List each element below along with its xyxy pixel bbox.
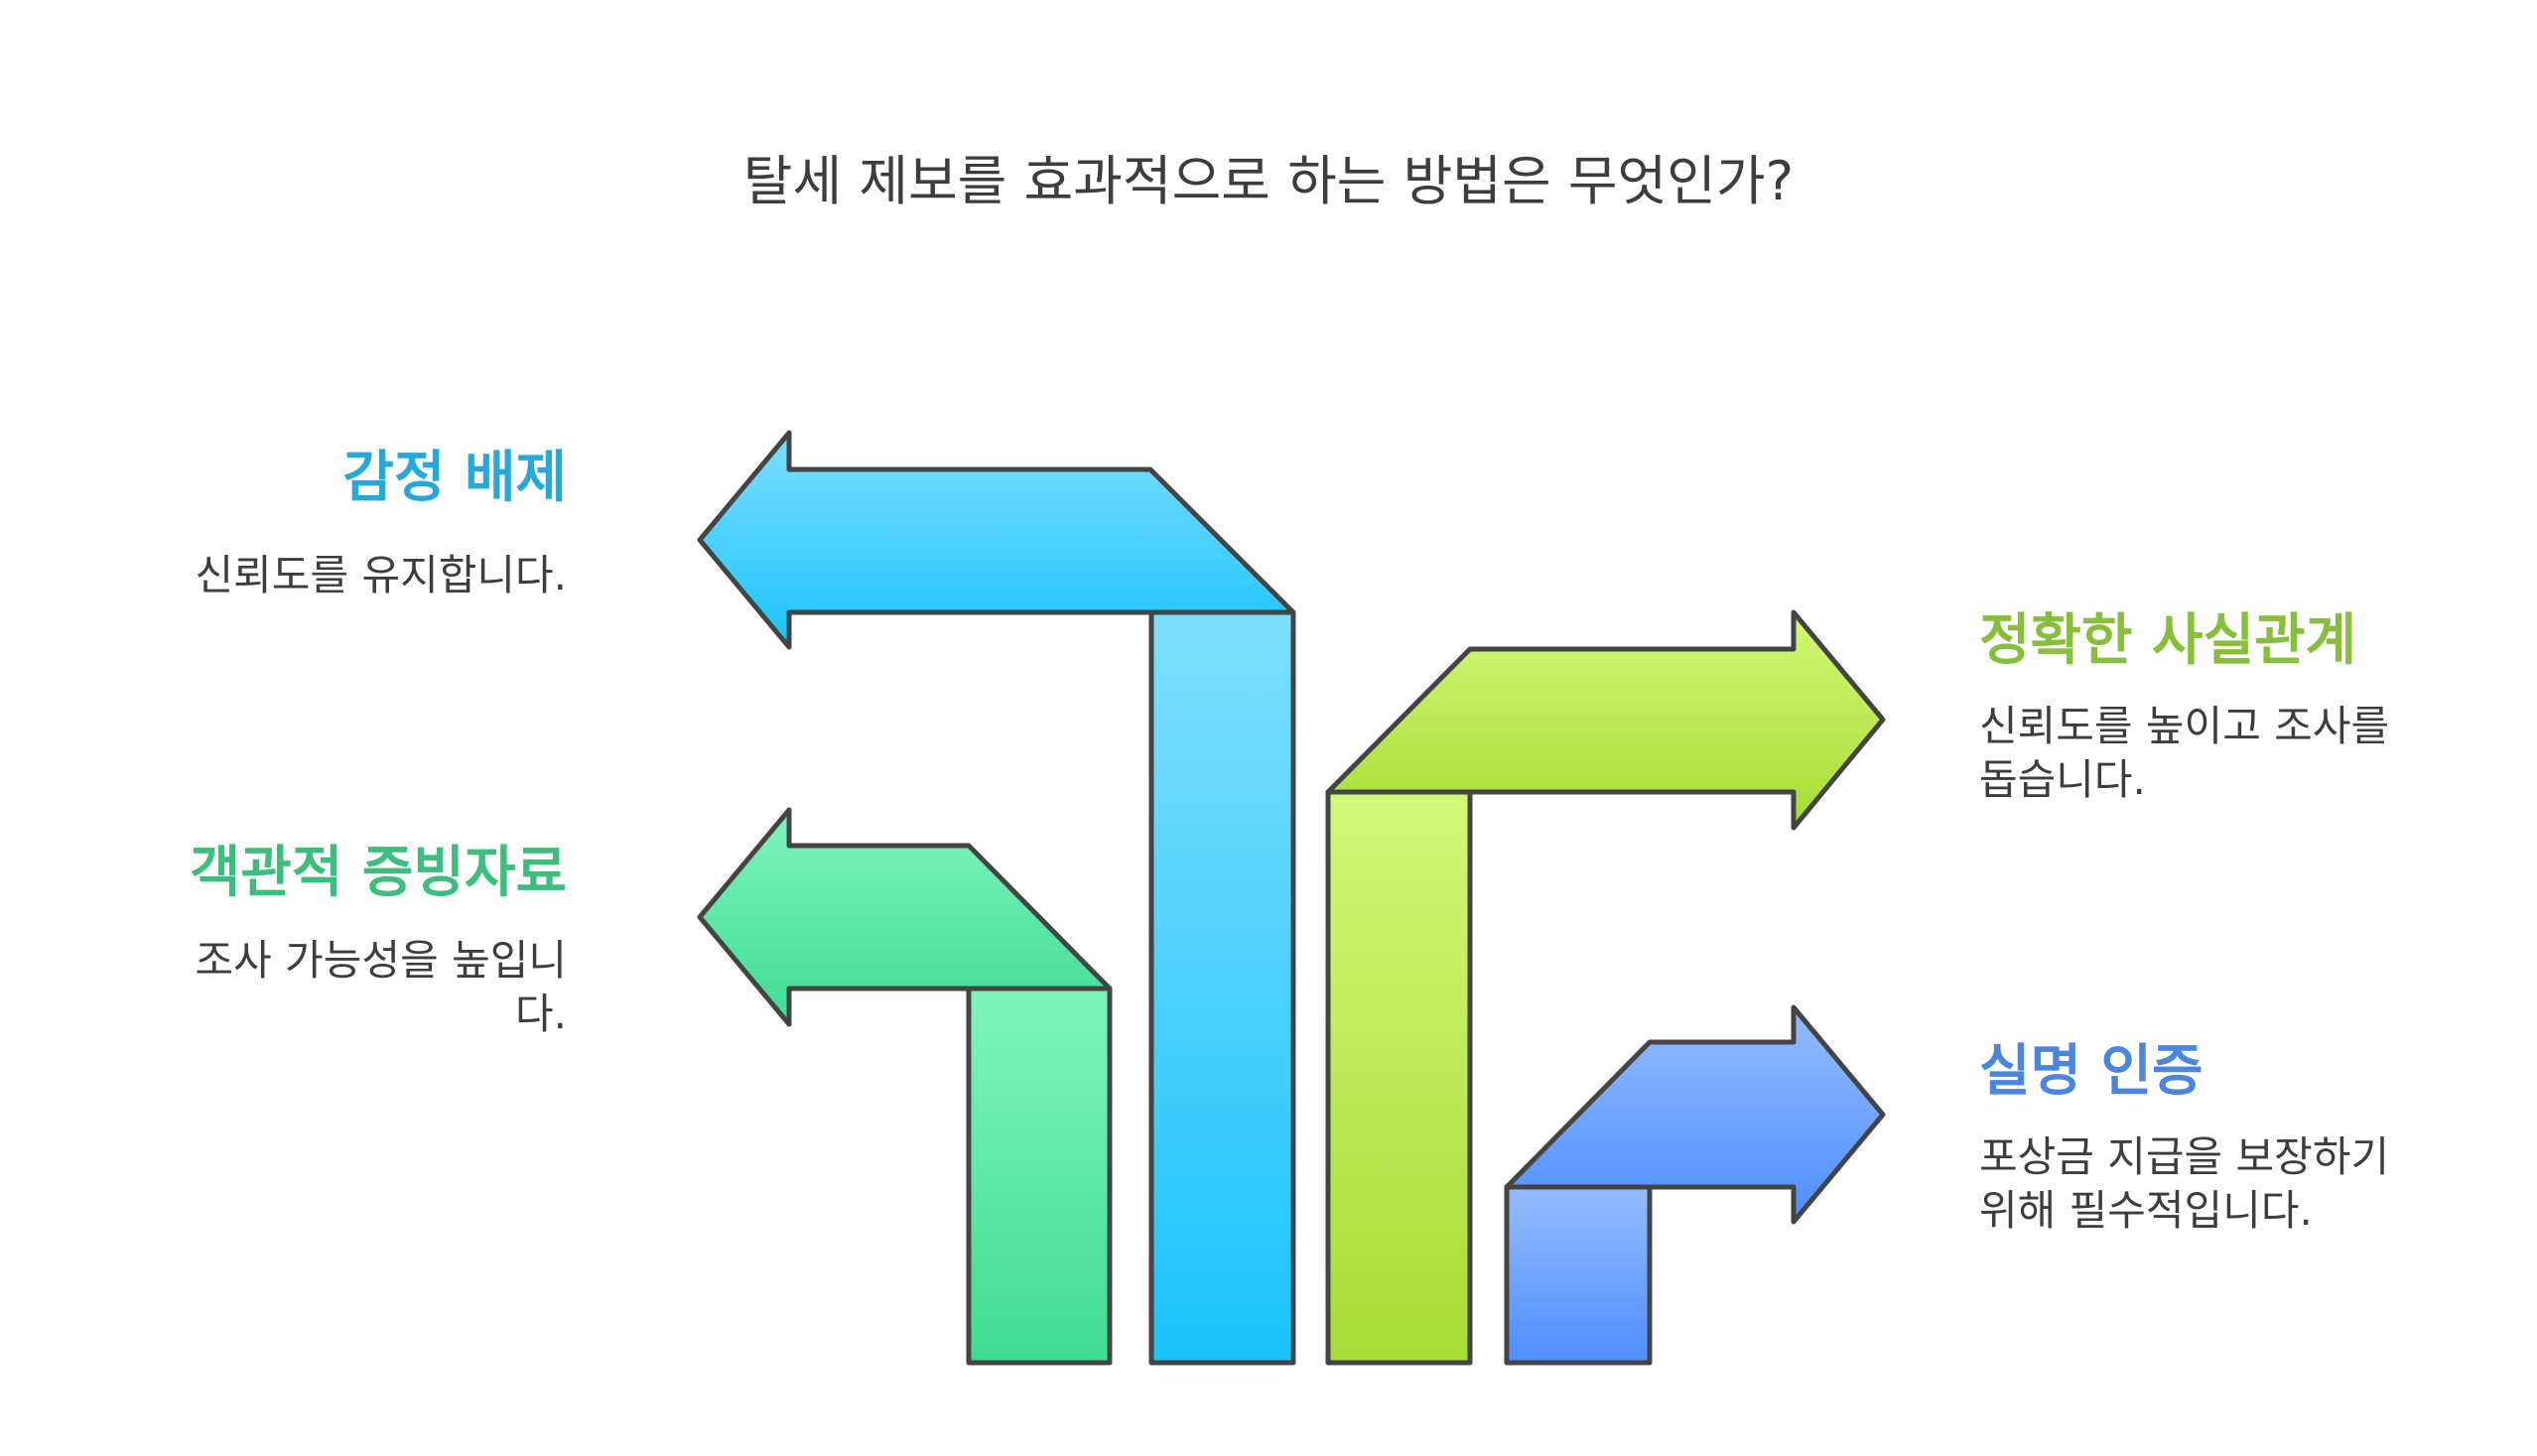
- arrow-real-name-verification: [1504, 1004, 1886, 1366]
- desc-objective-evidence: 조사 가능성을 높입니다.: [195, 936, 567, 1038]
- arrow-accurate-facts: [1325, 609, 1886, 1366]
- desc-accurate-facts: 신뢰도를 높이고 조사를 돕습니다.: [1979, 702, 2390, 804]
- arrow-objective-evidence: [697, 807, 1113, 1366]
- label-objective-evidence: 객관적 증빙자료: [189, 841, 567, 905]
- arrow-emotion-exclusion: [697, 430, 1296, 1366]
- label-real-name-verification: 실명 인증: [1979, 1039, 2203, 1104]
- label-accurate-facts: 정확한 사실관계: [1979, 608, 2357, 673]
- diagram-title: 탈세 제보를 효과적으로 하는 방법은 무엇인가?: [742, 150, 1795, 212]
- desc-emotion-exclusion: 신뢰도를 유지합니다.: [195, 551, 567, 599]
- label-emotion-exclusion: 감정 배제: [342, 446, 567, 510]
- desc-real-name-verification: 포상금 지급을 보장하기 위해 필수적입니다.: [1979, 1132, 2390, 1235]
